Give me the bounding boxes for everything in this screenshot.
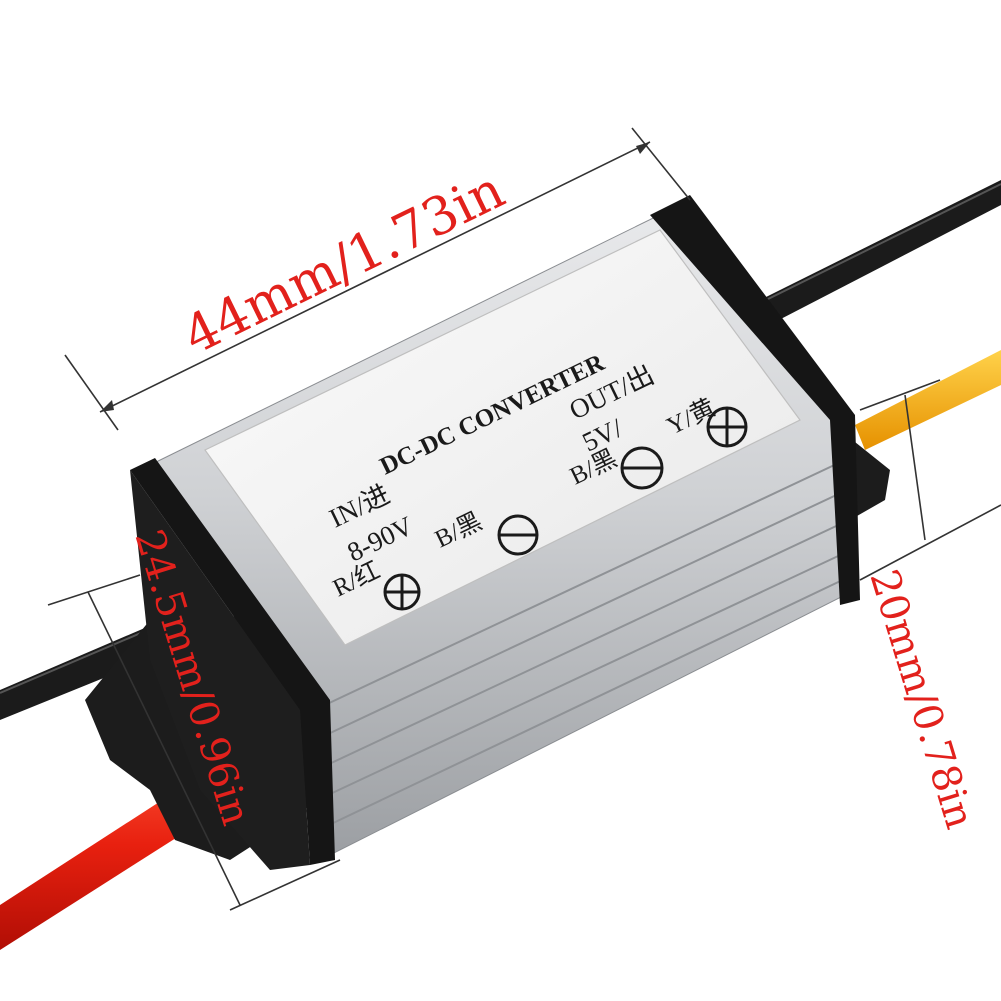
dimension-height-lines xyxy=(859,379,1001,581)
input-positive-symbol-icon xyxy=(383,573,421,611)
dimension-width-lines xyxy=(47,574,341,911)
output-negative-symbol-icon xyxy=(620,446,664,490)
end-cap-right xyxy=(650,195,860,605)
output-positive-symbol-icon xyxy=(706,406,748,448)
wire-yellow-output xyxy=(855,350,1001,450)
end-cap-left xyxy=(130,458,335,865)
housing-grooves xyxy=(324,459,854,826)
dimension-height-label: 20mm/0.78in xyxy=(860,564,982,834)
wire-black-output xyxy=(760,180,1001,322)
product-label-panel xyxy=(204,229,801,646)
cable-gland-left xyxy=(130,470,310,870)
input-negative-symbol-icon xyxy=(497,514,539,556)
dimension-length-lines xyxy=(64,127,691,431)
